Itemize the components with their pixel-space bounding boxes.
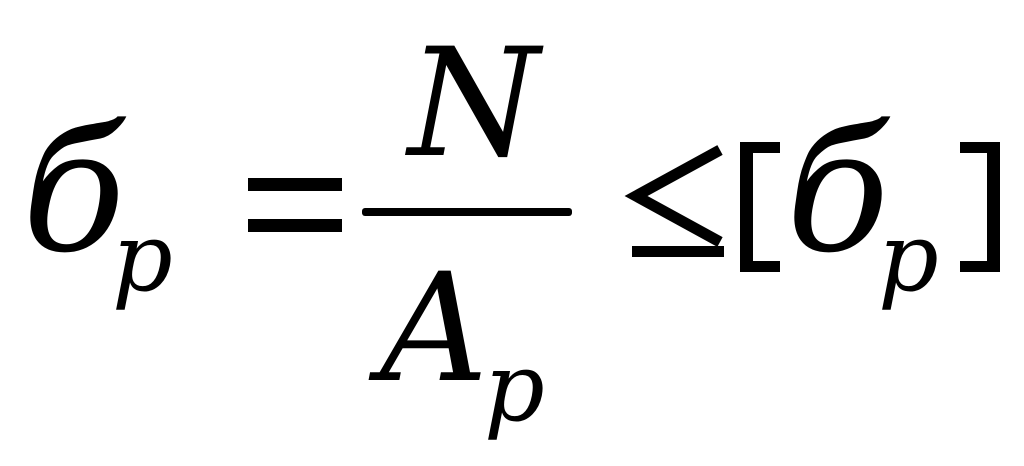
fraction-bar: [362, 208, 572, 216]
denominator-subscript: p: [484, 333, 545, 443]
denominator-symbol: A: [368, 242, 488, 416]
rhs-subscript: p: [878, 203, 939, 313]
numerator: N: [405, 17, 544, 191]
equals-sign: [248, 178, 342, 232]
rhs-stress-symbol: б: [786, 93, 891, 291]
lhs-subscript: p: [112, 203, 173, 313]
left-bracket: [740, 142, 780, 272]
lhs-stress-symbol: б: [22, 93, 127, 291]
less-or-equal-sign: [624, 145, 724, 257]
right-bracket: [960, 142, 1000, 272]
